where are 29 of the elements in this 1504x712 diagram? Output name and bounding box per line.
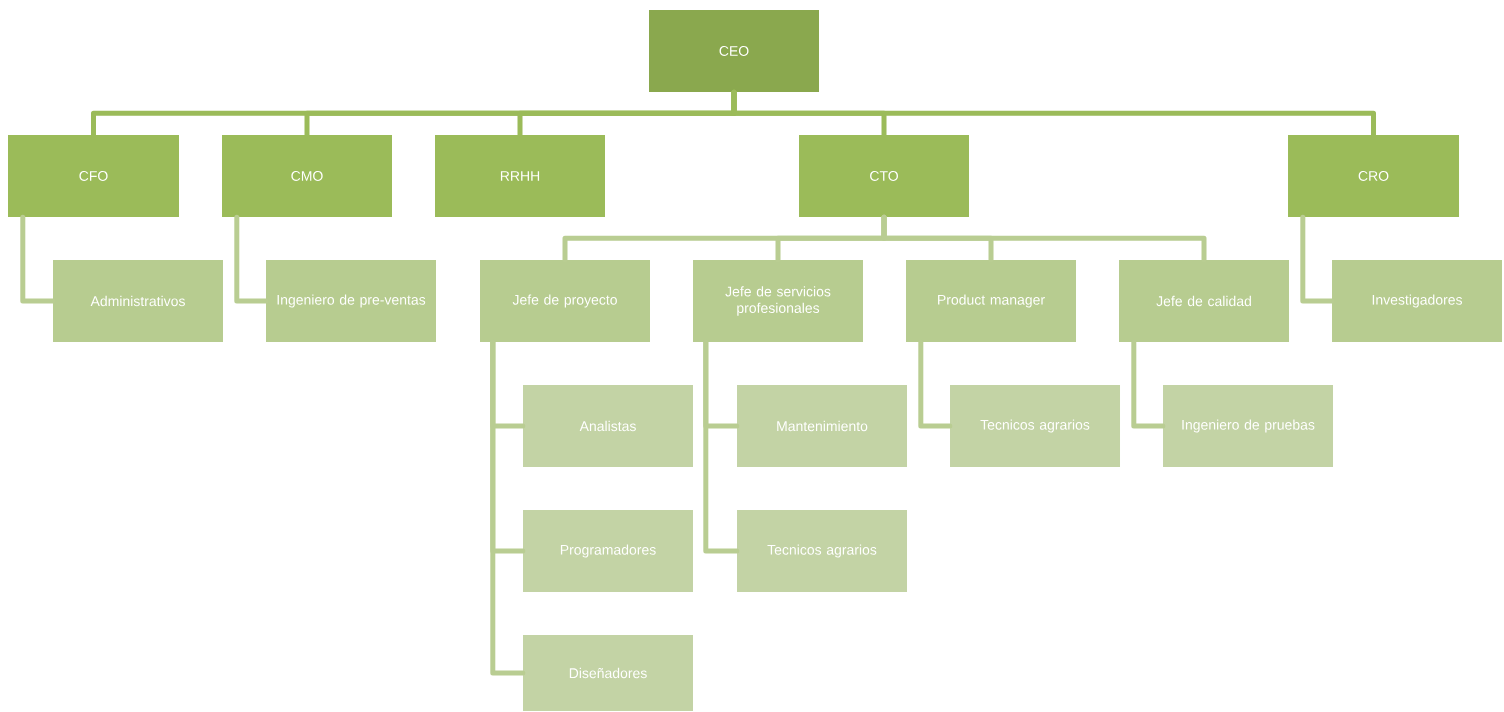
position-box: CMO [222,135,392,217]
position-box: Jefe de proyecto [480,260,650,342]
position-box: Analistas [523,385,693,467]
position-box: Product manager [906,260,1076,342]
connector-line [234,214,269,304]
position-box: Mantenimiento [737,385,907,467]
position-box: Programadores [523,510,693,592]
position-box: Jefe de calidad [1119,260,1289,342]
connector-line [918,339,953,429]
position-box: CTO [799,135,969,217]
connector-line [881,214,1207,263]
connector-line [20,214,56,304]
position-box: Tecnicos agrarios [950,385,1120,467]
position-box: CEO [649,10,819,92]
connector-line [731,89,1376,138]
position-box: Jefe de servicios profesionales [693,260,863,342]
connector-line [703,339,740,554]
position-box: Investigadores [1332,260,1502,342]
connector-line [490,339,526,676]
connector-line [1300,214,1335,304]
position-box: CRO [1288,135,1459,217]
position-box: Diseñadores [523,635,693,711]
position-box: Tecnicos agrarios [737,510,907,592]
position-box: Administrativos [53,260,223,342]
position-box: Ingeniero de pre-ventas [266,260,436,342]
position-box: CFO [8,135,179,217]
connector-line [1131,339,1166,429]
position-box: Ingeniero de pruebas [1163,385,1333,467]
position-box: RRHH [435,135,605,217]
